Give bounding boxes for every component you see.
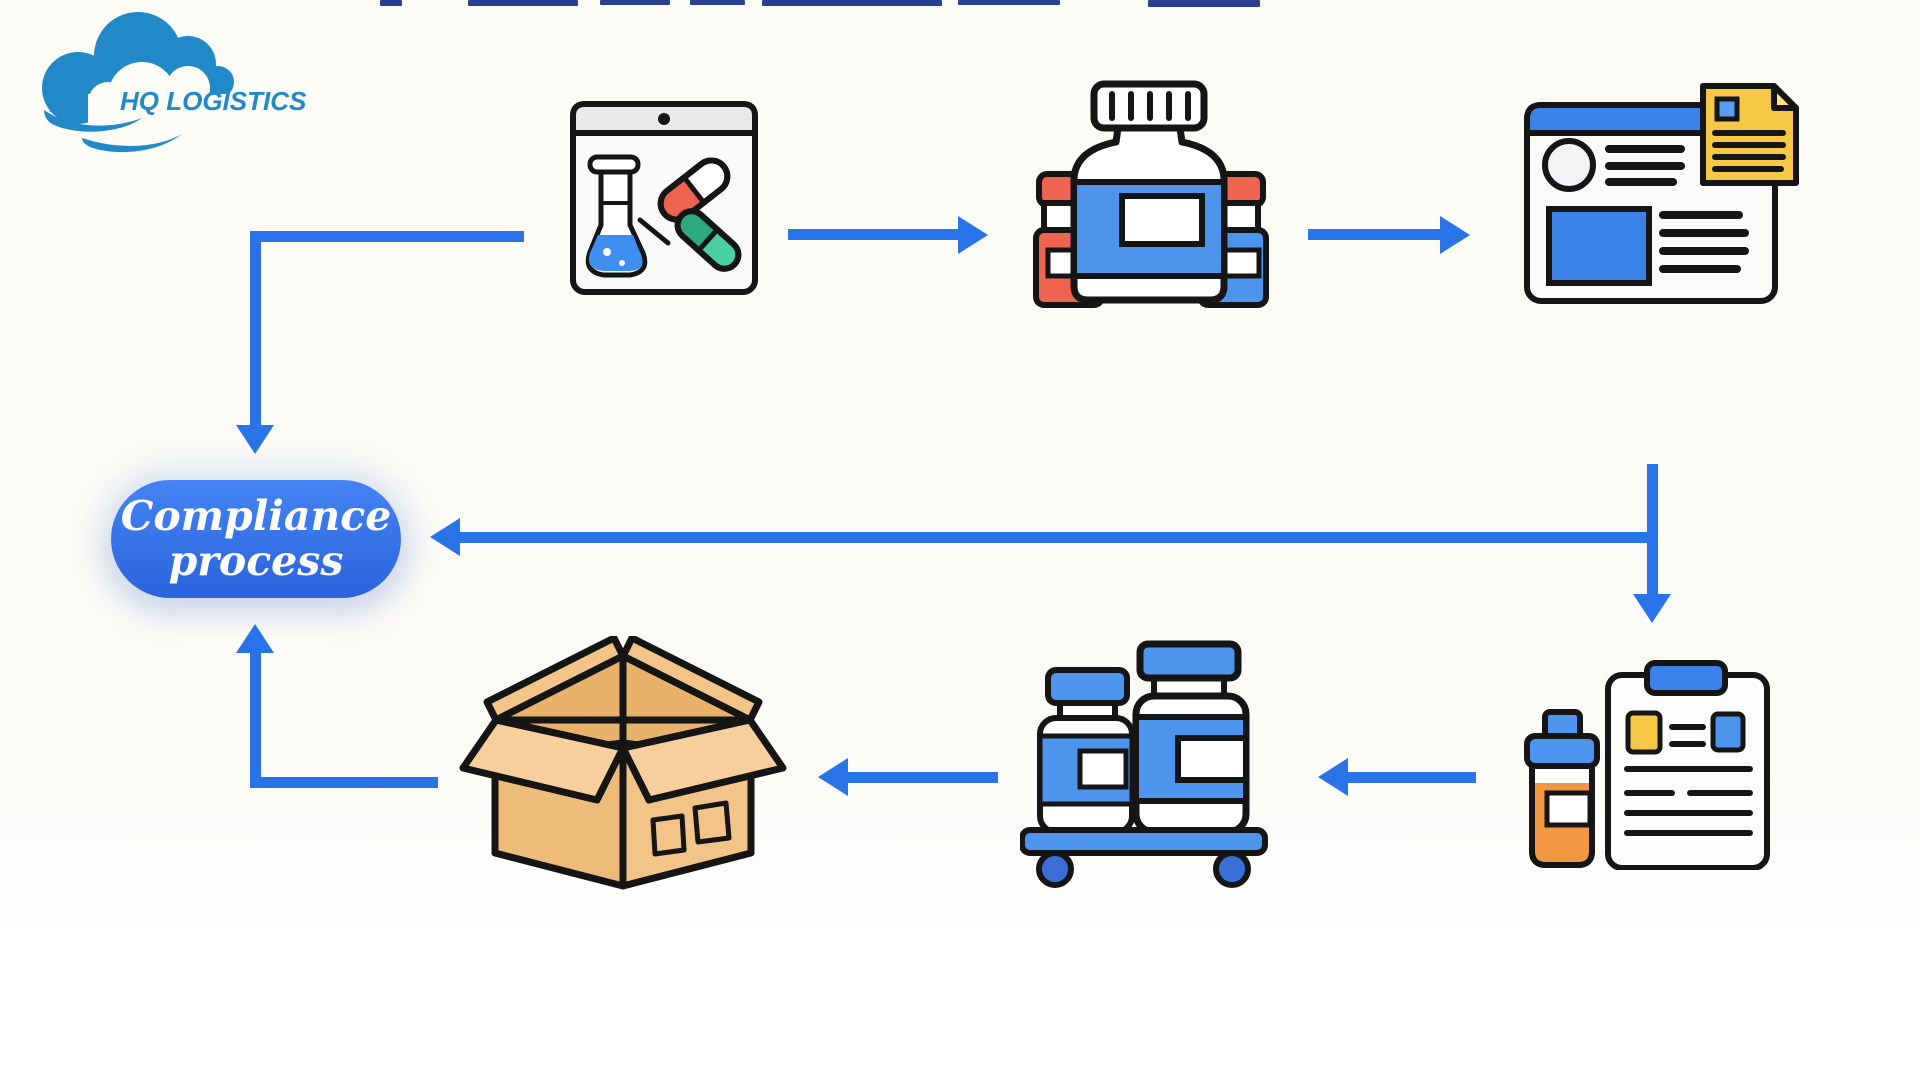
arrow-head xyxy=(236,624,274,653)
arrow-head xyxy=(430,518,460,556)
large-bottle-icon xyxy=(1070,80,1228,304)
cropped-text-artifact xyxy=(958,0,1060,5)
arrow-shaft xyxy=(458,532,1658,543)
arrow-head xyxy=(1633,594,1671,623)
avatar xyxy=(1542,138,1596,192)
small-bottle-icon xyxy=(1037,667,1135,835)
clipboard-icon xyxy=(1605,660,1770,870)
pill-bottles-icon xyxy=(1033,80,1269,308)
arrow-head xyxy=(958,216,988,254)
green-capsule-icon xyxy=(674,208,742,272)
cropped-text-artifact xyxy=(690,0,745,5)
arrow-shaft xyxy=(252,231,524,242)
compliance-process-node: Compliance process xyxy=(111,480,401,598)
arrow-head xyxy=(818,758,848,796)
arrow-shaft xyxy=(250,777,438,788)
arrow-shaft xyxy=(788,229,958,240)
arrow-shaft xyxy=(250,651,261,783)
arrow-shaft xyxy=(1647,464,1658,594)
arrow-shaft xyxy=(1348,772,1476,783)
arrow-head xyxy=(1440,216,1470,254)
brand-logo: HQ LOGISTICS xyxy=(30,4,310,164)
arrow-shaft xyxy=(1308,229,1440,240)
shipping-box-icon xyxy=(459,636,787,890)
large-bottle-icon xyxy=(1132,640,1250,836)
cropped-text-artifact xyxy=(762,0,942,6)
cloud-icon: HQ LOGISTICS xyxy=(42,12,307,153)
cropped-text-artifact xyxy=(380,0,402,6)
test-tube-icon xyxy=(585,154,648,278)
clipboard-bottle-icon xyxy=(1524,660,1770,870)
arrow-head xyxy=(236,425,274,454)
node-label-line2: process xyxy=(168,537,344,585)
cropped-text-artifact xyxy=(468,0,578,6)
node-label-line1: Compliance xyxy=(120,491,392,540)
medicine-bottle-icon xyxy=(1524,709,1600,868)
sticky-document-icon xyxy=(1700,83,1799,186)
report-document-icon xyxy=(1524,83,1799,304)
arrow-shaft xyxy=(848,772,998,783)
cart-icon xyxy=(1020,827,1268,888)
cropped-text-artifact xyxy=(1148,0,1260,7)
cropped-text-artifact xyxy=(600,0,670,5)
lab-sample-icon xyxy=(570,101,758,295)
arrow-shaft xyxy=(250,231,261,427)
bottles-cart-icon xyxy=(1020,640,1268,888)
brand-name: HQ LOGISTICS xyxy=(120,86,307,116)
arrow-head xyxy=(1318,758,1348,796)
